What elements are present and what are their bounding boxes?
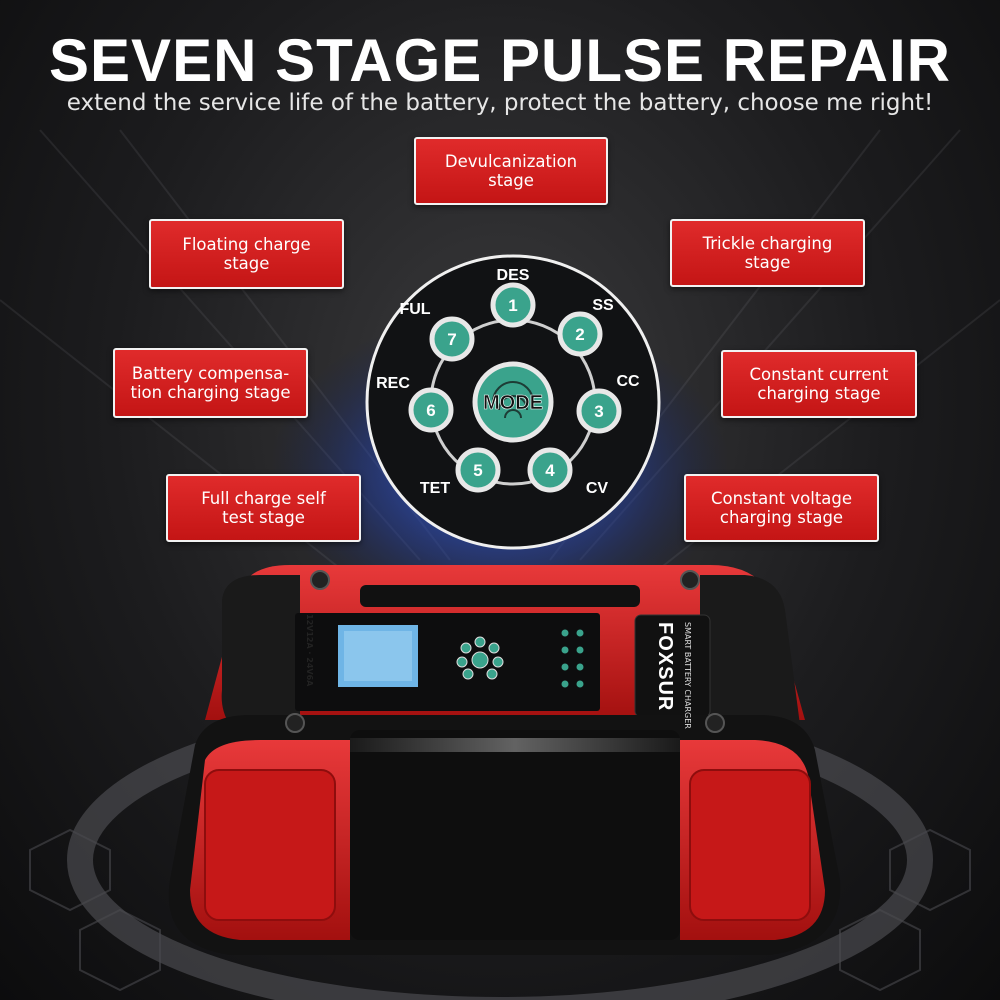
dial-stage-circle	[429, 316, 475, 362]
dial-stage-7-button[interactable]: 7	[429, 316, 475, 362]
label-constant-voltage: Constant voltage charging stage	[684, 474, 879, 542]
dial-stage-2-button[interactable]: 2	[557, 311, 603, 357]
label-constant-current-text: Constant current charging stage	[749, 365, 889, 403]
dial-stage-circle	[455, 447, 501, 493]
page-title: SEVEN STAGE PULSE REPAIR	[49, 27, 951, 94]
dial-stage-code-tet: TET	[420, 480, 450, 497]
label-trickle-text: Trickle charging stage	[702, 234, 833, 272]
status-leds	[561, 629, 584, 688]
dial-stage-code-rec: REC	[376, 375, 410, 392]
label-floating: Floating charge stage	[149, 219, 344, 289]
dial-stage-code-des: DES	[497, 267, 530, 284]
dial-stage-number: 1	[508, 296, 517, 315]
label-devulcanization-text: Devulcanization stage	[444, 152, 578, 190]
carry-handle	[350, 730, 680, 940]
label-constant-current: Constant current charging stage	[721, 350, 917, 418]
hex-floor	[29, 828, 971, 992]
brand-subtitle: SMART BATTERY CHARGER	[683, 622, 692, 729]
dial-mode-button[interactable]: MODE	[472, 361, 554, 443]
corner-bolts	[285, 570, 725, 733]
dial-stage-4-button[interactable]: 4	[527, 447, 573, 493]
label-constant-voltage-text: Constant voltage charging stage	[710, 489, 853, 527]
dial-stage-circle	[527, 447, 573, 493]
panel-mode-ring	[456, 636, 504, 680]
dial-stage-5-button[interactable]: 5	[455, 447, 501, 493]
dial-stage-number: 4	[545, 461, 555, 480]
dial-stage-number: 7	[447, 330, 456, 349]
rating-label: 12V12A · 24V6A	[305, 614, 314, 687]
fingerprint-icon	[492, 381, 534, 419]
dial-stage-code-ss: SS	[592, 297, 614, 314]
dial-stage-number: 6	[426, 401, 435, 420]
dial-stage-number: 5	[473, 461, 482, 480]
dial-stage-number: 2	[575, 325, 584, 344]
label-full-charge: Full charge self test stage	[166, 474, 361, 542]
dial-stage-1-button[interactable]: 1	[490, 282, 536, 328]
dial-stage-circle	[408, 387, 454, 433]
label-compensation-text: Battery compensa- tion charging stage	[130, 364, 291, 402]
page-subtitle: extend the service life of the battery, …	[66, 90, 934, 116]
dial-stage-circle	[557, 311, 603, 357]
dial-mode-label: MODE	[483, 392, 543, 414]
label-full-charge-text: Full charge self test stage	[201, 489, 326, 527]
label-floating-text: Floating charge stage	[182, 235, 311, 273]
dial-stage-6-button[interactable]: 6	[408, 387, 454, 433]
label-compensation: Battery compensa- tion charging stage	[113, 348, 308, 418]
label-devulcanization: Devulcanization stage	[414, 137, 608, 205]
dial-stage-circle	[576, 388, 622, 434]
dial-stage-code-cv: CV	[586, 480, 609, 497]
dial-stage-code-cc: CC	[616, 373, 640, 390]
dial-stage-3-button[interactable]: 3	[576, 388, 622, 434]
dial-stage-circle	[490, 282, 536, 328]
brand-logo: FOXSUR	[654, 622, 676, 712]
label-trickle: Trickle charging stage	[670, 219, 865, 287]
dial-stage-number: 3	[594, 402, 603, 421]
dial-stage-code-ful: FUL	[399, 301, 430, 318]
